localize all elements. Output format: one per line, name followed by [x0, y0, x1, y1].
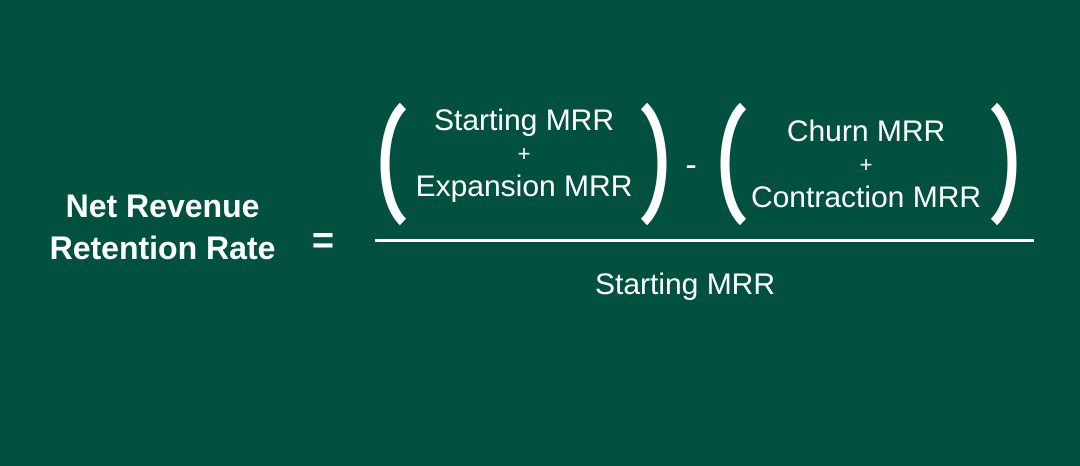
- expansion-term: Starting MRR + Expansion MRR: [403, 102, 645, 206]
- plus-sign: +: [859, 152, 873, 177]
- denominator-starting-mrr: Starting MRR: [594, 268, 776, 301]
- equals-sign: =: [311, 220, 335, 262]
- left-paren-icon: [380, 102, 407, 226]
- right-paren-icon: [640, 102, 667, 226]
- contraction-mrr-label: Contraction MRR: [750, 181, 982, 214]
- starting-mrr-label: Starting MRR: [433, 104, 615, 137]
- right-paren-icon: [990, 102, 1017, 226]
- left-paren-icon: [720, 102, 747, 226]
- lhs-line-2: Retention Rate: [49, 230, 276, 266]
- lhs-line-1: Net Revenue: [65, 188, 260, 224]
- churn-term: Churn MRR + Contraction MRR: [740, 113, 992, 217]
- fraction-bar: [375, 239, 1034, 242]
- expansion-mrr-label: Expansion MRR: [415, 170, 633, 203]
- formula-lhs: Net Revenue Retention Rate: [0, 185, 325, 269]
- plus-sign: +: [517, 141, 531, 166]
- minus-sign: -: [685, 146, 697, 184]
- churn-mrr-label: Churn MRR: [786, 115, 946, 148]
